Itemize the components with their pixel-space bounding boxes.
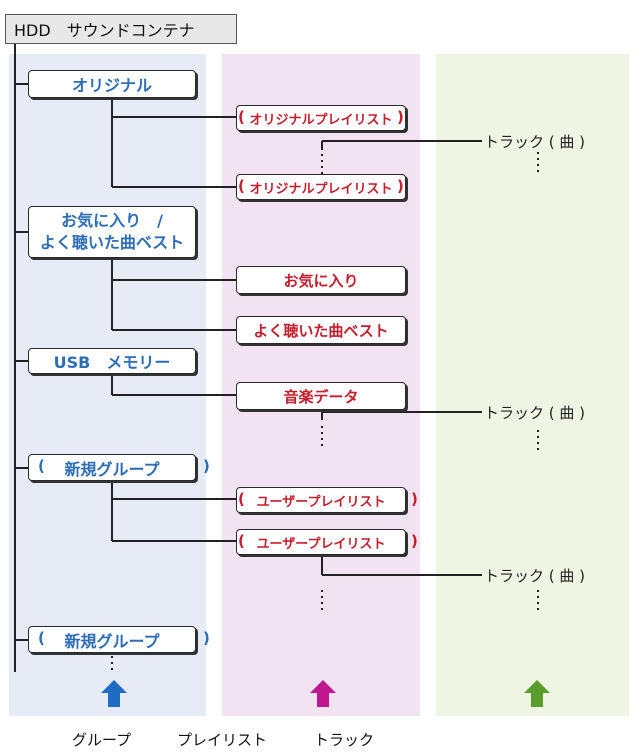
group-favorites-best[interactable]: お気に入り / よく聴いた曲ベスト [28,206,196,258]
group-arrow-icon [101,680,127,707]
legend-playlist: プレイリスト [177,731,268,749]
hdd-sound-container-title: HDD サウンドコンテナ [5,14,237,44]
playlist-user-2[interactable]: ユーザープレイリスト [236,529,406,555]
group-new2-paren-left: ( [38,629,45,647]
playlist-music-data-label: 音楽データ [283,387,359,406]
legend-group: グループ [72,731,132,749]
pl-orig1-paren-left: ( [238,108,245,126]
group-usb-memory[interactable]: USB メモリー [28,348,196,374]
pl-orig1-paren-right: ) [397,108,404,126]
group-new-paren-right: ) [203,457,210,475]
group-new2-paren-right: ) [203,629,210,647]
playlist-favorites[interactable]: お気に入り [236,266,406,294]
track-label-1: トラック ( 曲 ) [484,133,586,151]
group-original[interactable]: オリジナル [28,70,196,98]
legend-track: トラック [314,731,375,749]
group-new-paren-left: ( [38,457,45,475]
playlist-original-2-label: オリジナルプレイリスト [249,181,393,197]
playlist-best-label: よく聴いた曲ベスト [253,321,389,340]
pl-user2-paren-left: ( [238,532,245,550]
playlist-original-1[interactable]: オリジナルプレイリスト [236,105,406,131]
track-arrow-icon [524,680,550,707]
pl-orig2-paren-right: ) [397,177,404,195]
group-new-group[interactable]: 新規グループ [28,454,196,481]
track-label-3: トラック ( 曲 ) [484,567,586,585]
track-label-2: トラック ( 曲 ) [484,404,586,422]
playlist-arrow-icon [310,680,336,707]
pl-user1-paren-left: ( [238,490,245,508]
group-usb-label: USB メモリー [53,353,171,372]
playlist-user-1[interactable]: ユーザープレイリスト [236,487,406,513]
playlist-original-1-label: オリジナルプレイリスト [249,112,393,128]
playlist-original-2[interactable]: オリジナルプレイリスト [236,174,406,200]
playlist-favorites-label: お気に入り [283,271,359,290]
playlist-user-1-label: ユーザープレイリスト [256,494,386,510]
group-new-group-2[interactable]: 新規グループ [28,626,196,653]
root-title-text: HDD サウンドコンテナ [14,21,195,40]
group-favorites-label-line2: よく聴いた曲ベスト [39,233,185,252]
playlist-user-2-label: ユーザープレイリスト [256,536,386,552]
pl-user2-paren-right: ) [411,532,418,550]
group-original-label: オリジナル [71,76,152,95]
pl-orig2-paren-left: ( [238,177,245,195]
playlist-music-data[interactable]: 音楽データ [236,382,406,410]
playlist-best[interactable]: よく聴いた曲ベスト [236,316,406,344]
group-new-group-2-label: 新規グループ [64,631,160,651]
track-column [436,54,629,716]
pl-user1-paren-right: ) [411,490,418,508]
group-new-group-label: 新規グループ [64,459,160,479]
group-favorites-label-line1: お気に入り / [61,211,163,230]
group-column [9,54,206,716]
